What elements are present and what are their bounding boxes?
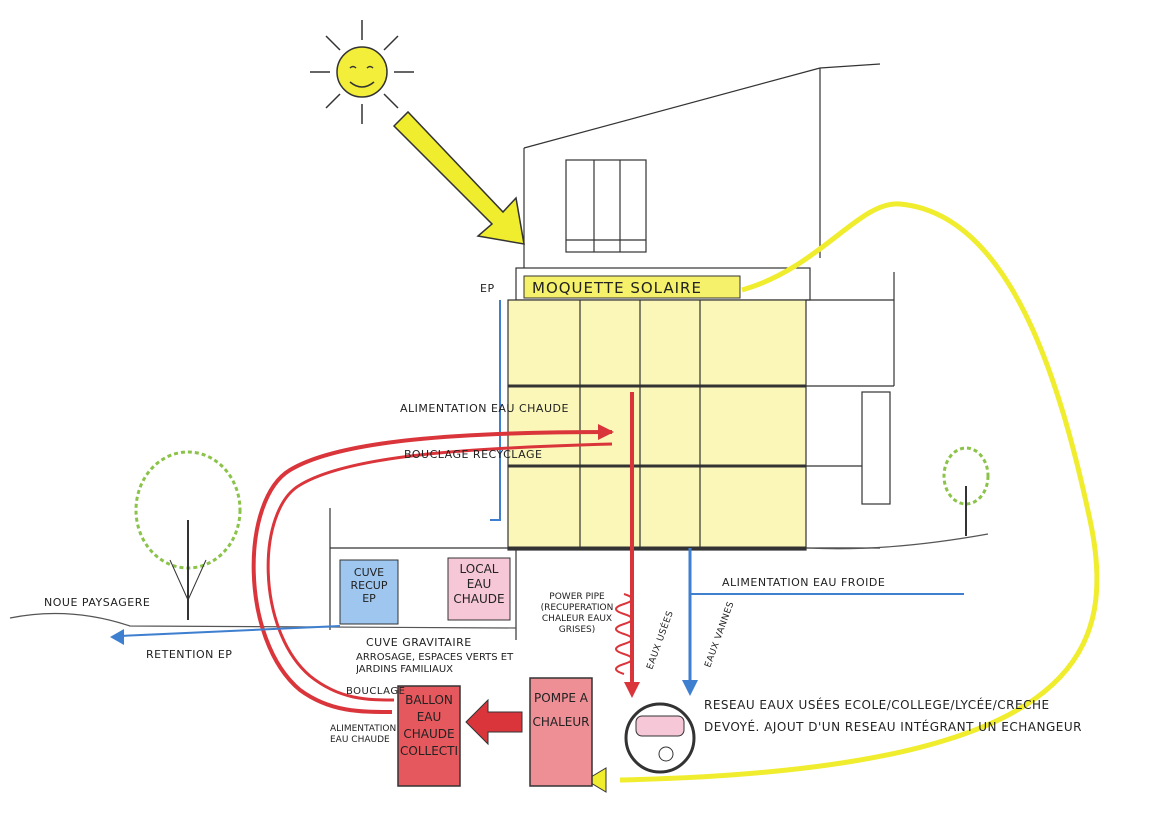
alimentation-eau-froide-label: ALIMENTATION EAU FROIDE [722,576,885,589]
retention-ep-label: RETENTION EP [146,648,232,661]
reseau-label: RESEAU EAUX USÉES ECOLE/COLLEGE/LYCÉE/CR… [704,694,1104,738]
alimentation-small-label: ALIMENTATION EAU CHAUDE [330,724,400,746]
eaux-usees-label: EAUX USÉES [644,609,676,671]
heat-transfer-arrow [466,700,522,744]
retention-pipe [120,626,340,636]
retention-arrowhead [110,629,124,645]
cuve-recup-ep-label: CUVE RECUP EP [342,566,396,605]
tree-right-icon [944,448,988,536]
pompe-label: POMPE A CHALEUR [532,686,590,734]
sewer-pipe-section-icon [626,704,694,772]
riser-arrowhead [624,682,640,698]
ep-top-label: EP [480,282,495,295]
tree-left-icon [136,452,240,620]
sun-icon [310,20,414,124]
solar-ray-arrow [394,112,524,244]
bouclage-recyclage-label: BOUCLAGE RECYCLAGE [404,448,543,461]
power-pipe-label: POWER PIPE (RECUPERATION CHALEUR EAUX GR… [536,592,618,636]
noue-paysagere-label: NOUE PAYSAGERE [44,596,150,609]
arrosage-label: ARROSAGE, ESPACES VERTS ET JARDINS FAMIL… [356,652,528,676]
bouclage-label: BOUCLAGE [346,686,405,697]
moquette-solaire-label: MOQUETTE SOLAIRE [532,279,702,297]
cuve-gravitaire-label: CUVE GRAVITAIRE [366,636,472,649]
alimentation-eau-chaude-label: ALIMENTATION EAU CHAUDE [400,402,569,415]
ballon-label: BALLON EAU CHAUDE COLLECTIVE [400,692,458,760]
eaux-vannes-arrowhead [682,680,698,696]
eaux-vannes-label: EAUX VANNES [703,600,736,669]
power-pipe-coil-icon [616,594,632,674]
local-eau-chaude-label: LOCAL EAU CHAUDE [450,562,508,607]
